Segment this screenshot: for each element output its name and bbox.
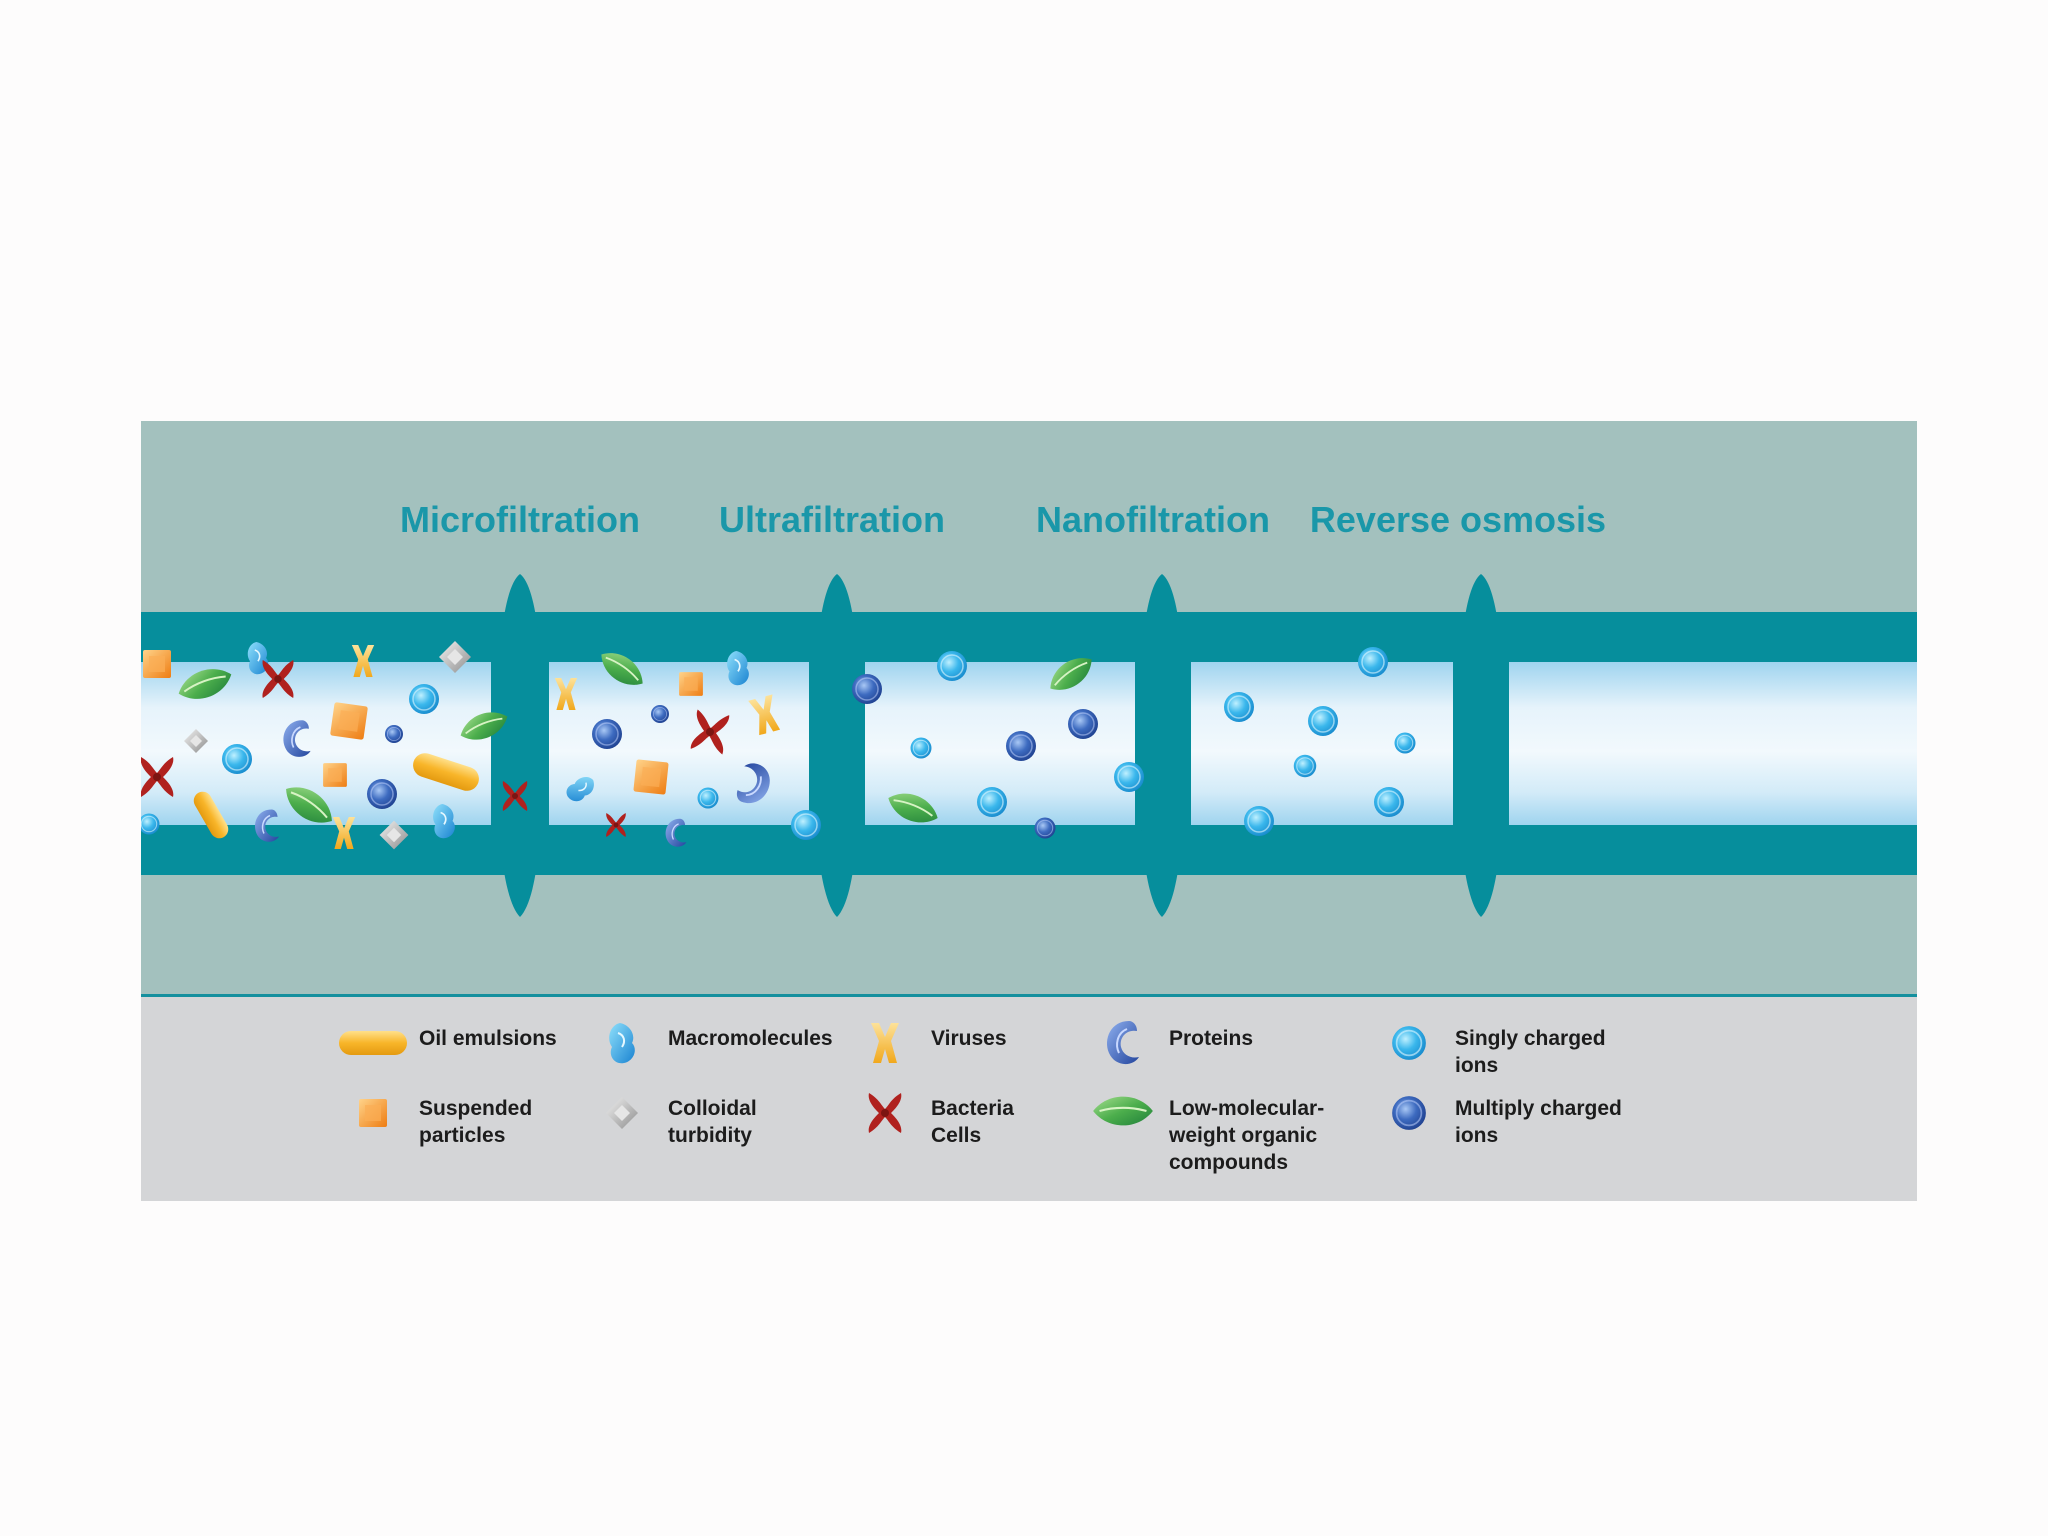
- legend-label: Bacteria Cells: [931, 1097, 1014, 1147]
- particle-ion-multiply: [1005, 730, 1037, 762]
- particle-suspended: [330, 702, 368, 740]
- legend-label: Multiply charged ions: [1455, 1097, 1622, 1147]
- particle-suspended: [633, 759, 669, 795]
- particle-ion-singly: [936, 650, 968, 682]
- legend-item-organic-compounds: Low-molecular- weight organic compounds: [1085, 1089, 1345, 1189]
- particle-ion-singly: [1307, 705, 1339, 737]
- particle-ion-singly: [976, 786, 1008, 818]
- legend-item-bacteria-cells: Bacteria Cells: [847, 1089, 1107, 1169]
- particle-suspended: [143, 650, 171, 678]
- organic-compound-icon: [1092, 1095, 1154, 1127]
- legend-item-suspended-particles: Suspended particles: [335, 1089, 595, 1169]
- particle-ion-singly: [1243, 805, 1275, 837]
- particle-ion-multiply: [1033, 816, 1057, 840]
- membrane-ultrafiltration: [814, 574, 860, 917]
- membrane-microfiltration: [497, 574, 543, 917]
- particle-ion-multiply: [650, 704, 670, 724]
- legend-label: Proteins: [1169, 1027, 1254, 1050]
- membrane-reverse-osmosis: [1458, 574, 1504, 917]
- particle-ion-singly: [1357, 646, 1389, 678]
- filtration-pipe-diagram: Microfiltration Ultrafiltration Nanofilt…: [141, 421, 1917, 994]
- legend-item-multiply-charged-ions: Multiply charged ions: [1371, 1089, 1671, 1169]
- particle-ion-singly: [1223, 691, 1255, 723]
- legend-label: Low-molecular- weight organic compounds: [1169, 1097, 1325, 1174]
- particle-ion-singly: [221, 743, 253, 775]
- legend-item-viruses: Viruses: [847, 1019, 1107, 1099]
- particle-ion-singly: [909, 736, 933, 760]
- particle-ion-multiply: [851, 673, 883, 705]
- colloidal-turbidity-icon: [606, 1097, 638, 1129]
- virus-icon: [871, 1023, 899, 1063]
- legend-label: Colloidal turbidity: [668, 1097, 757, 1147]
- particle-ion-singly: [408, 683, 440, 715]
- particle-ion-singly: [1373, 786, 1405, 818]
- singly-charged-ion-icon: [1391, 1025, 1427, 1061]
- particle-suspended: [323, 763, 347, 787]
- stage-label-ultrafiltration: Ultrafiltration: [719, 499, 945, 540]
- particle-ion-singly: [790, 809, 822, 841]
- particle-ion-singly: [1293, 754, 1317, 778]
- particle-ion-multiply: [1067, 708, 1099, 740]
- legend-label: Suspended particles: [419, 1097, 533, 1147]
- membranes: [497, 574, 1504, 917]
- stage-label-nanofiltration: Nanofiltration: [1036, 499, 1270, 540]
- legend-item-macromolecules: Macromolecules: [584, 1019, 844, 1099]
- macromolecule-icon: [608, 1022, 636, 1065]
- suspended-particle-icon: [359, 1099, 387, 1127]
- legend: Oil emulsions Macromolecules Viruses Pro…: [141, 994, 1917, 1201]
- stage-label-microfiltration: Microfiltration: [400, 499, 640, 540]
- legend-label: Macromolecules: [668, 1027, 833, 1050]
- legend-item-oil-emulsions: Oil emulsions: [335, 1019, 595, 1099]
- filtration-figure: Microfiltration Ultrafiltration Nanofilt…: [141, 421, 1917, 1201]
- legend-label: Oil emulsions: [419, 1027, 557, 1050]
- bacteria-cell-icon: [868, 1093, 902, 1133]
- multiply-charged-ion-icon: [1391, 1095, 1427, 1131]
- particle-ion-singly: [1393, 731, 1417, 755]
- membrane-nanofiltration: [1139, 574, 1185, 917]
- protein-icon: [1106, 1020, 1140, 1066]
- particle-ion-singly: [1113, 761, 1145, 793]
- oil-emulsion-icon: [339, 1031, 407, 1055]
- legend-item-colloidal-turbidity: Colloidal turbidity: [584, 1089, 844, 1169]
- particle-ion-multiply: [591, 718, 623, 750]
- particle-ion-multiply: [384, 724, 404, 744]
- legend-label: Singly charged ions: [1455, 1027, 1606, 1077]
- particle-ion-multiply: [366, 778, 398, 810]
- stage-label-reverse-osmosis: Reverse osmosis: [1310, 499, 1606, 540]
- legend-item-singly-charged-ions: Singly charged ions: [1371, 1019, 1671, 1099]
- legend-item-proteins: Proteins: [1085, 1019, 1345, 1099]
- legend-label: Viruses: [931, 1027, 1007, 1050]
- particle-ion-singly: [696, 786, 720, 810]
- particle-suspended: [679, 672, 703, 696]
